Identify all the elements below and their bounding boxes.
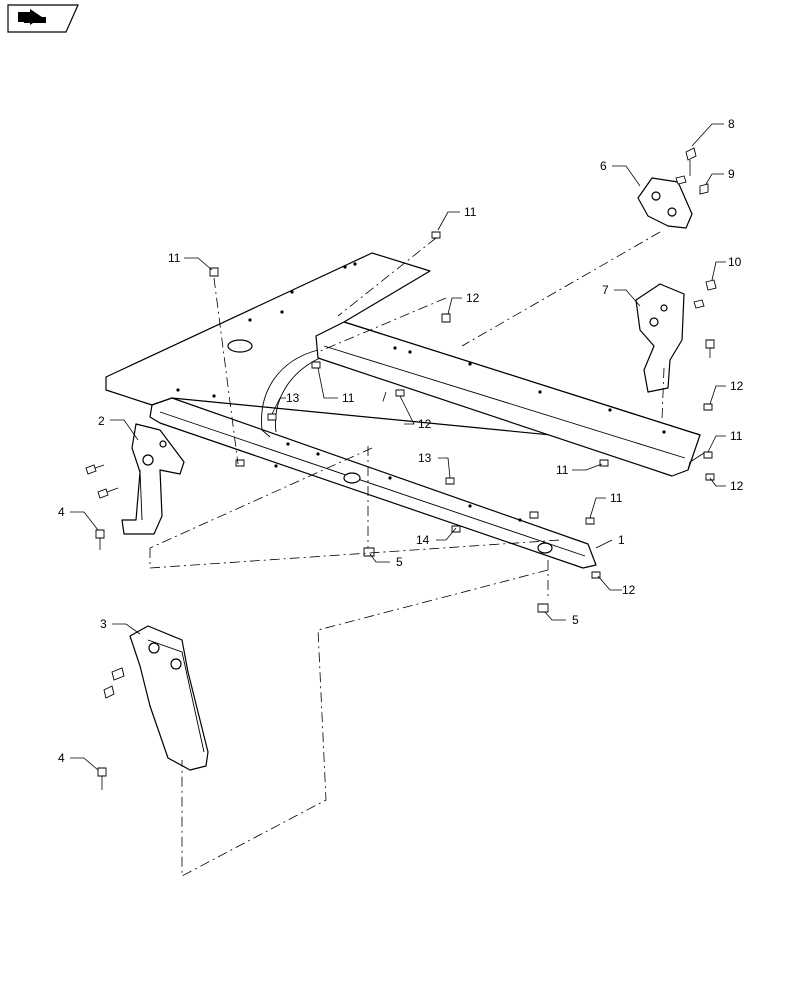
callout-3: 3 (100, 617, 107, 631)
callout-5-left: 5 (396, 555, 403, 569)
callout-4-upper: 4 (58, 505, 65, 519)
callout-12-bottom: 12 (622, 583, 636, 597)
frame-holes (176, 262, 666, 522)
main-frame (105, 252, 705, 569)
frame-front-rail (149, 397, 597, 569)
callout-11-center: 11 (556, 463, 569, 477)
callout-13-left: 13 (286, 391, 300, 405)
nav-button[interactable] (7, 4, 79, 33)
upper-right-bracket (637, 147, 709, 229)
callout-1: 1 (618, 533, 625, 547)
callout-4-lower: 4 (58, 751, 65, 765)
frame-curved-brace (261, 349, 319, 438)
callout-5-right: 5 (572, 613, 579, 627)
callout-11-lower: 11 (610, 491, 623, 505)
callout-leaders (70, 123, 726, 771)
back-arrow-icon (18, 9, 46, 25)
callout-8: 8 (728, 117, 735, 131)
callout-12-mid: 12 (418, 417, 432, 431)
callout-14: 14 (416, 533, 430, 547)
callout-11-left: 11 (168, 251, 181, 265)
right-mount-bracket (635, 279, 717, 393)
bracket-2-bolts (85, 464, 119, 550)
left-mount-bracket (121, 423, 185, 535)
callout-labels: 1 2 3 4 4 5 5 6 7 8 9 10 11 11 11 11 11 … (58, 117, 744, 765)
callout-6: 6 (600, 159, 607, 173)
callout-12-right-upper: 12 (730, 379, 744, 393)
callout-2: 2 (98, 414, 105, 428)
callout-13-right: 13 (418, 451, 432, 465)
callout-12-top: 12 (466, 291, 480, 305)
callout-9: 9 (728, 167, 735, 181)
callout-7: 7 (602, 283, 609, 297)
assembly-lines (149, 231, 665, 877)
callout-11-top: 11 (464, 205, 477, 219)
callout-12-right-lower: 12 (730, 479, 744, 493)
lower-mount-bracket (97, 625, 209, 790)
frame-access-hole (227, 339, 253, 353)
callout-10: 10 (728, 255, 742, 269)
callout-11-right: 11 (730, 429, 743, 443)
callout-11-mid: 11 (342, 391, 355, 405)
